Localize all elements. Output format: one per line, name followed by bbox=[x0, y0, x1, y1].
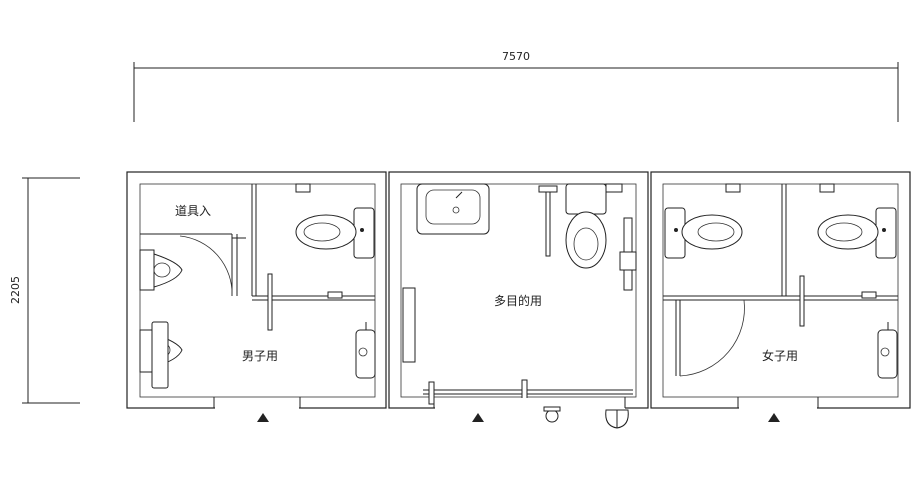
entrance-arrow-icon bbox=[768, 413, 780, 422]
width-dimension: 7570 bbox=[133, 50, 899, 122]
toilet-icon bbox=[295, 183, 375, 259]
grab-bar-icon bbox=[402, 185, 637, 363]
entrance-arrow-icon bbox=[472, 413, 484, 422]
urinal-icon bbox=[139, 321, 183, 389]
room-label-womens: 女子用 bbox=[762, 348, 798, 363]
toilet-icon bbox=[664, 183, 743, 259]
height-dimension-label: 2205 bbox=[9, 276, 22, 304]
unit-mens: 道具入 男子用 bbox=[126, 171, 387, 422]
toilet-icon bbox=[817, 183, 897, 259]
sink-icon bbox=[355, 322, 376, 379]
room-label-storage: 道具入 bbox=[175, 204, 211, 218]
sink-icon bbox=[877, 322, 898, 379]
width-dimension-label: 7570 bbox=[502, 50, 530, 63]
height-dimension: 2205 bbox=[9, 177, 80, 404]
unit-multipurpose: 多目的用 bbox=[388, 171, 649, 429]
room-label-mens: 男子用 bbox=[242, 349, 278, 363]
entrance-arrow-icon bbox=[257, 413, 269, 422]
sink-icon bbox=[416, 183, 490, 235]
unit-womens: 女子用 bbox=[650, 171, 911, 422]
urinal-icon bbox=[139, 249, 183, 291]
room-label-multipurpose: 多目的用 bbox=[494, 293, 542, 308]
toilet-icon bbox=[565, 183, 623, 269]
